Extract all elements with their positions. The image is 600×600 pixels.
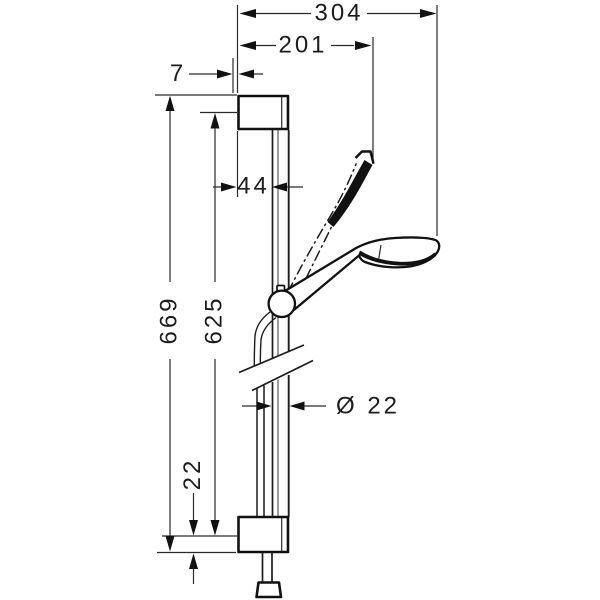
dimension-bar-diameter: Ø 22 <box>242 393 400 420</box>
dimension-bar-offset: 44 <box>213 173 303 200</box>
dim-669-arrow-top <box>165 95 175 111</box>
slider-holder <box>267 284 297 319</box>
dim-625-arrow-bottom <box>210 520 220 536</box>
dim-304-arrow-right <box>420 9 437 18</box>
dim-22-arrow-down <box>189 520 198 536</box>
dimension-reach-total: 304 <box>239 0 437 27</box>
dim-7-arrow-right <box>238 69 254 79</box>
dimension-reach-upper: 201 <box>239 32 372 59</box>
dim-201-label: 201 <box>278 32 327 59</box>
dim-201-arrow-left <box>239 41 256 50</box>
holder-ring <box>267 289 297 319</box>
extension-lines <box>155 5 438 554</box>
bottom-wall-bracket <box>237 515 290 554</box>
dim-44-arrow-left <box>221 182 237 192</box>
dim-7-label: 7 <box>170 60 186 87</box>
dim-625-arrow-top <box>210 113 220 129</box>
head-seam-line <box>378 244 382 259</box>
dim-22-label: 22 <box>179 458 206 491</box>
dim-625-label: 625 <box>201 295 228 344</box>
hand-shower-lowered-position <box>282 236 441 312</box>
dimension-overall-length: 669 <box>156 95 183 552</box>
hose-end <box>255 553 283 599</box>
hose-upper-right-edge <box>259 316 277 363</box>
dimension-bottom-offset: 22 <box>179 458 206 584</box>
break-line-upper <box>238 344 305 374</box>
dimension-top-offset: 7 <box>170 60 263 87</box>
raised-outline-outer-dashed <box>287 163 357 293</box>
raised-spray-face <box>327 160 373 227</box>
dimension-fixing-distance: 625 <box>201 113 228 536</box>
dim-44-arrow-right <box>272 182 287 192</box>
dim-22-arrow-up <box>189 553 198 569</box>
hand-shower-body <box>282 236 441 312</box>
dim-304-arrow-left <box>239 9 256 18</box>
top-wall-bracket <box>237 94 290 131</box>
hose-upper-left-edge <box>253 311 271 367</box>
dim-669-arrow-bottom <box>165 536 175 552</box>
dim-7-arrow-left <box>217 69 233 79</box>
hose-coupling-nut <box>255 581 283 599</box>
dim-44-label: 44 <box>237 173 270 200</box>
wall-brackets <box>237 94 290 554</box>
dim-dia22-arrow-left <box>256 401 272 411</box>
dim-dia22-arrow-right <box>289 401 305 411</box>
dim-201-arrow-right <box>355 41 372 50</box>
spray-face <box>358 250 437 266</box>
hose-end-tube <box>261 553 273 582</box>
dim-dia22-label: Ø 22 <box>336 393 400 420</box>
break-line-lower <box>251 359 314 392</box>
raised-head-end-cap <box>354 150 375 164</box>
dim-669-label: 669 <box>156 295 183 344</box>
break-lines <box>238 344 314 392</box>
dim-304-label: 304 <box>314 0 363 27</box>
